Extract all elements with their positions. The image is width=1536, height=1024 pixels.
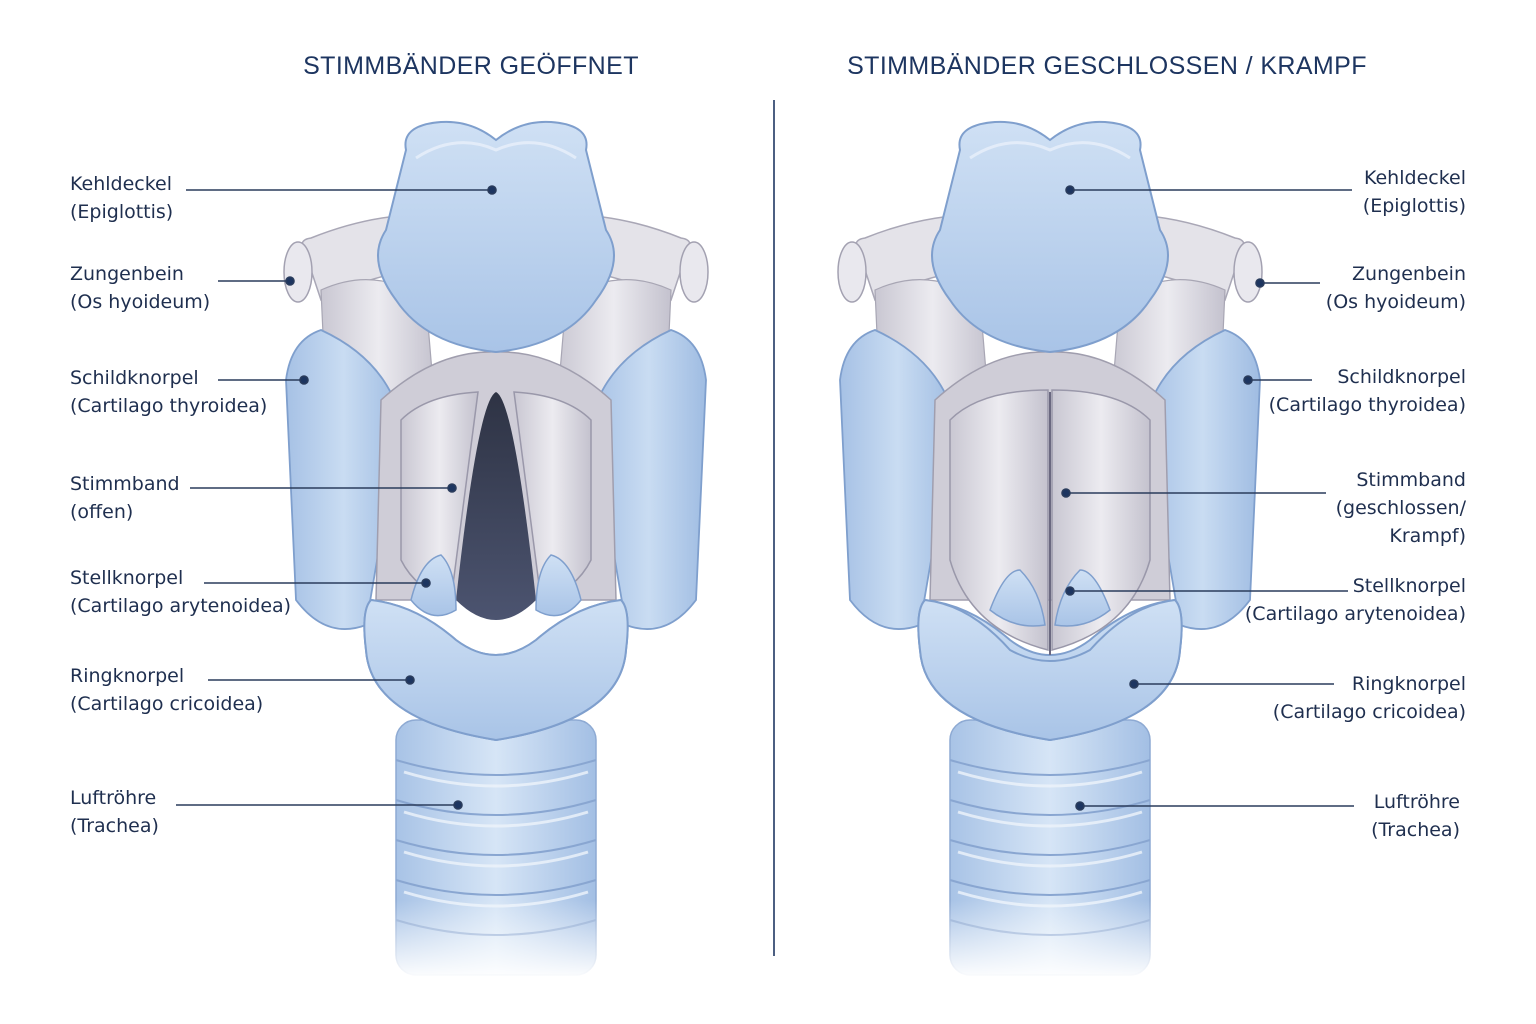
label-open-thyroid: Schildknorpel(Cartilago thyroidea)	[70, 367, 268, 417]
label-closed-trachea: Luftröhre(Trachea)	[1371, 791, 1460, 841]
panel-divider	[773, 100, 775, 956]
larynx-closed	[836, 120, 1264, 982]
panel-title-open: STIMMBÄNDER GEÖFFNET	[303, 52, 639, 80]
larynx-open	[282, 120, 710, 982]
label-open-hyoid: Zungenbein(Os hyoideum)	[70, 263, 211, 313]
leaders-left	[176, 185, 497, 810]
panel-title-closed: STIMMBÄNDER GESCHLOSSEN / KRAMPF	[847, 52, 1367, 80]
label-closed-arytenoid: Stellknorpel(Cartilago arytenoidea)	[1244, 575, 1466, 625]
label-open-epiglottis: Kehldeckel(Epiglottis)	[70, 173, 174, 223]
label-open-arytenoid: Stellknorpel(Cartilago arytenoidea)	[70, 567, 292, 617]
label-closed-cricoid: Ringknorpel(Cartilago cricoidea)	[1272, 673, 1466, 723]
leaders-right	[1061, 185, 1354, 811]
label-closed-thyroid: Schildknorpel(Cartilago thyroidea)	[1268, 366, 1466, 416]
label-open-cricoid: Ringknorpel(Cartilago cricoidea)	[70, 665, 264, 715]
label-open-vocal: Stimmband(offen)	[70, 473, 180, 523]
glottis-open	[456, 392, 536, 620]
label-closed-hyoid: Zungenbein(Os hyoideum)	[1325, 263, 1466, 313]
label-open-trachea: Luftröhre(Trachea)	[70, 787, 159, 837]
label-closed-epiglottis: Kehldeckel(Epiglottis)	[1362, 167, 1466, 217]
label-closed-vocal: Stimmband(geschlossen/Krampf)	[1335, 469, 1466, 547]
